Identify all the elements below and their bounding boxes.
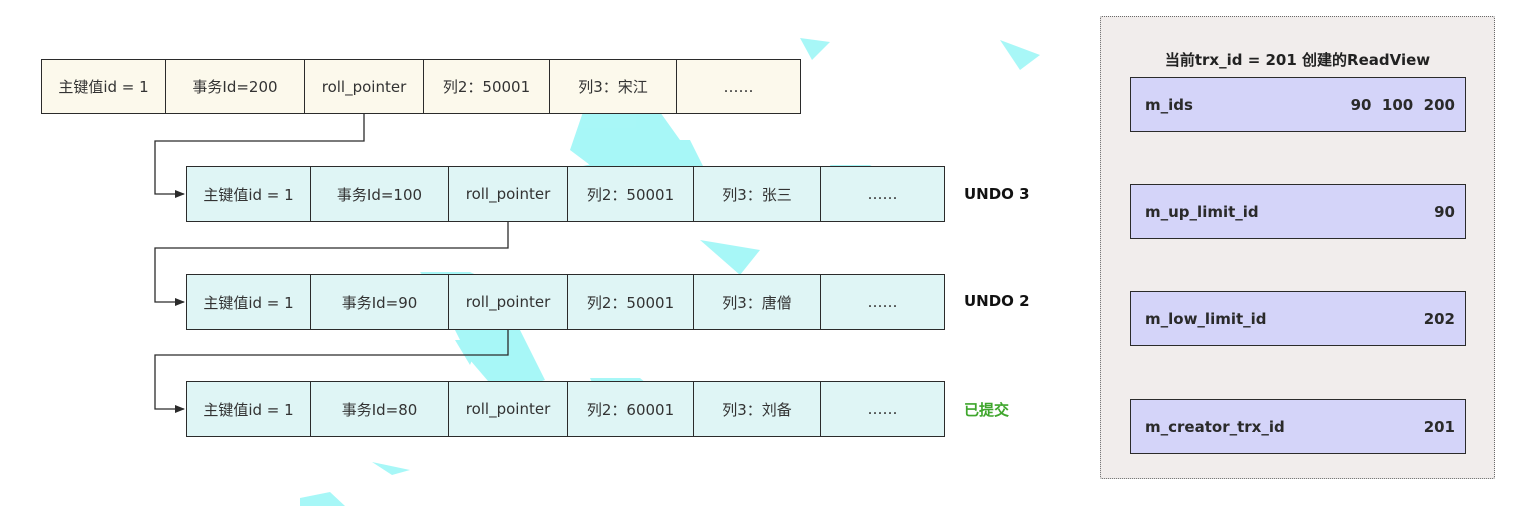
undo-label: UNDO 3 xyxy=(964,185,1030,203)
field-value: 201 xyxy=(1423,417,1455,436)
trx-id-cell: 事务Id=100 xyxy=(311,167,449,221)
roll-pointer-cell: roll_pointer xyxy=(449,275,568,329)
field-name: m_creator_trx_id xyxy=(1145,417,1285,436)
column2-cell: 列2：60001 xyxy=(568,382,694,436)
readview-field-m-up-limit-id: m_up_limit_id 90 xyxy=(1130,184,1466,239)
primary-key-cell: 主键值id = 1 xyxy=(187,382,311,436)
undo-log-row: 主键值id = 1 事务Id=90 roll_pointer 列2：50001 … xyxy=(186,274,945,330)
column2-cell: 列2：50001 xyxy=(424,60,550,113)
undo-log-row: 主键值id = 1 事务Id=100 roll_pointer 列2：50001… xyxy=(186,166,945,222)
field-value: 90 100 200 xyxy=(1350,95,1455,114)
column2-cell: 列2：50001 xyxy=(568,275,694,329)
field-value: 202 xyxy=(1423,309,1455,328)
column3-cell: 列3：宋江 xyxy=(550,60,677,113)
roll-pointer-connector xyxy=(154,114,365,198)
field-name: m_low_limit_id xyxy=(1145,309,1267,328)
ellipsis-cell: …… xyxy=(867,400,898,418)
undo-label: UNDO 2 xyxy=(964,292,1030,310)
trx-id-cell: 事务Id=90 xyxy=(311,275,449,329)
column3-cell: 列3：唐僧 xyxy=(694,275,821,329)
roll-pointer-connector xyxy=(154,330,509,413)
field-value: 90 xyxy=(1434,202,1455,221)
primary-key-cell: 主键值id = 1 xyxy=(42,60,166,113)
ellipsis-cell: …… xyxy=(723,77,754,96)
undo-log-row: 主键值id = 1 事务Id=80 roll_pointer 列2：60001 … xyxy=(186,381,945,437)
field-name: m_ids xyxy=(1145,95,1193,114)
roll-pointer-cell: roll_pointer xyxy=(305,60,424,113)
readview-panel: 当前trx_id = 201 创建的ReadView m_ids 90 100 … xyxy=(1100,16,1495,479)
committed-label: 已提交 xyxy=(964,401,1010,419)
trx-id-cell: 事务Id=80 xyxy=(311,382,449,436)
roll-pointer-cell: roll_pointer xyxy=(449,382,568,436)
current-record-row: 主键值id = 1 事务Id=200 roll_pointer 列2：50001… xyxy=(41,59,801,114)
readview-field-m-creator-trx-id: m_creator_trx_id 201 xyxy=(1130,399,1466,454)
roll-pointer-cell: roll_pointer xyxy=(449,167,568,221)
primary-key-cell: 主键值id = 1 xyxy=(187,167,311,221)
ellipsis-cell: …… xyxy=(867,293,898,311)
readview-title: 当前trx_id = 201 创建的ReadView xyxy=(1164,51,1431,69)
column3-cell: 列3：张三 xyxy=(694,167,821,221)
column3-cell: 列3：刘备 xyxy=(694,382,821,436)
ellipsis-cell: …… xyxy=(867,185,898,203)
readview-field-m-low-limit-id: m_low_limit_id 202 xyxy=(1130,291,1466,346)
primary-key-cell: 主键值id = 1 xyxy=(187,275,311,329)
column2-cell: 列2：50001 xyxy=(568,167,694,221)
roll-pointer-connector xyxy=(154,222,509,306)
field-name: m_up_limit_id xyxy=(1145,202,1259,221)
readview-field-m-ids: m_ids 90 100 200 xyxy=(1130,77,1466,132)
trx-id-cell: 事务Id=200 xyxy=(166,60,305,113)
